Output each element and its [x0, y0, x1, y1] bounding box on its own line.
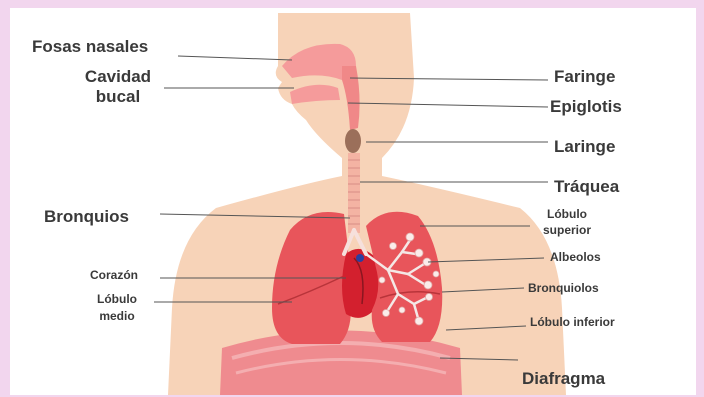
label-lobulo-medio-line1: Lóbulo: [82, 293, 152, 306]
diagram-frame: Fosas nasales Cavidad bucal Faringe Epig…: [10, 8, 696, 395]
label-epiglotis: Epiglotis: [550, 98, 622, 117]
label-faringe: Faringe: [554, 68, 615, 87]
label-cavidad-bucal-line2: bucal: [68, 88, 168, 107]
label-traquea: Tráquea: [554, 178, 619, 197]
larynx: [345, 129, 361, 153]
label-bronquiolos: Bronquiolos: [528, 282, 599, 295]
label-fosas-nasales: Fosas nasales: [32, 38, 148, 57]
label-bronquios: Bronquios: [44, 208, 129, 227]
trachea: [348, 153, 360, 233]
label-alveolos: Albeolos: [550, 251, 601, 264]
label-corazon: Corazón: [90, 269, 138, 282]
label-diafragma: Diafragma: [522, 370, 605, 389]
label-lobulo-superior-line2: superior: [532, 224, 602, 237]
label-cavidad-bucal-line1: Cavidad: [68, 68, 168, 87]
label-lobulo-medio-line2: medio: [82, 310, 152, 323]
label-lobulo-inferior: Lóbulo inferior: [530, 316, 615, 329]
label-lobulo-superior-line1: Lóbulo: [532, 208, 602, 221]
label-laringe: Laringe: [554, 138, 615, 157]
